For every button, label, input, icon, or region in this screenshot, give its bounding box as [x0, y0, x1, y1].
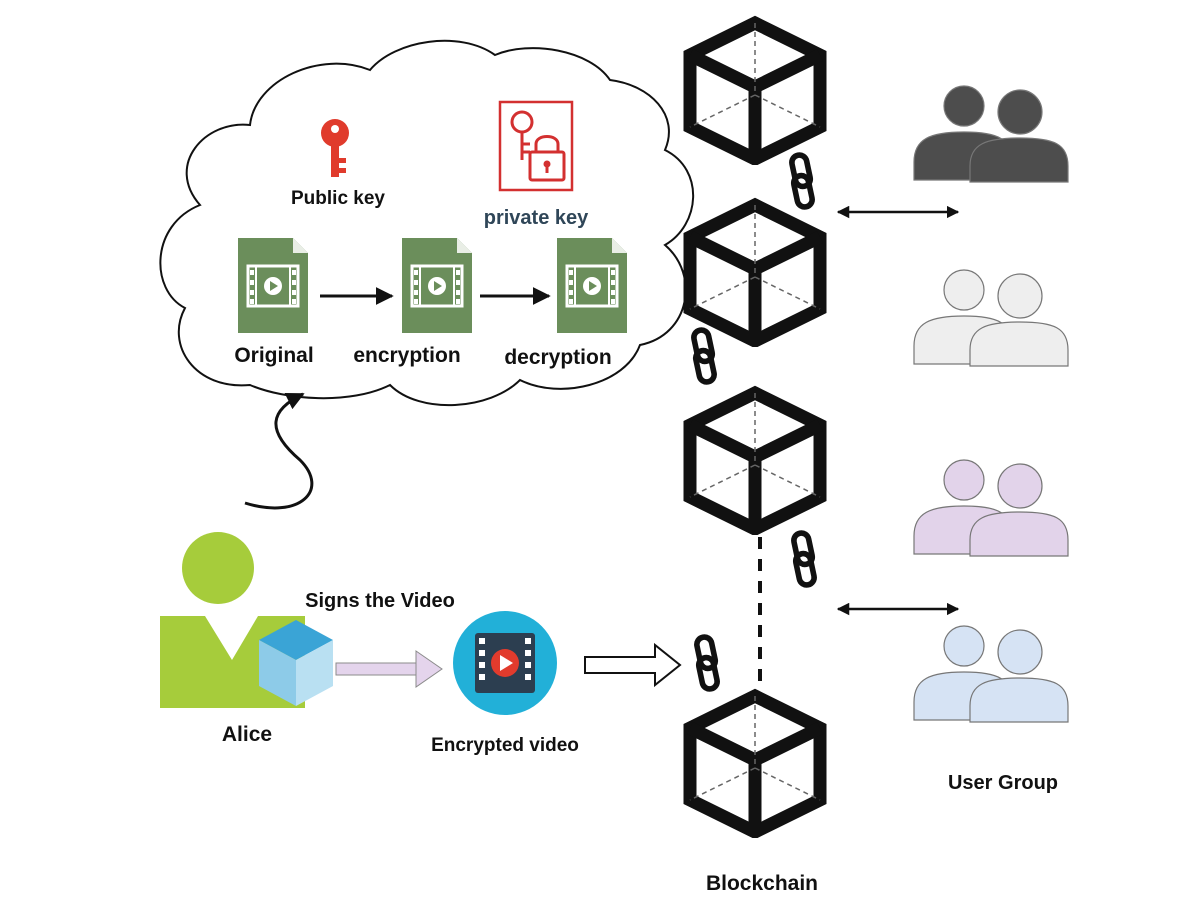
block-2-cube-icon — [690, 205, 820, 341]
encrypted-video-label: Encrypted video — [431, 735, 579, 756]
signature-cube-icon — [259, 620, 333, 706]
chain-link-4-icon — [695, 636, 718, 691]
original-label: Original — [234, 344, 313, 367]
original-video-file-icon — [238, 238, 308, 333]
user-group-4-icon — [913, 625, 1069, 723]
block-3-cube-icon — [690, 393, 820, 529]
decryption-label: decryption — [504, 346, 611, 369]
chain-link-1-icon — [790, 154, 813, 209]
sign-arrow — [335, 650, 443, 688]
user-group-2-icon — [913, 269, 1069, 367]
decrypted-video-file-icon — [557, 238, 627, 333]
submit-to-blockchain-arrow — [584, 642, 682, 688]
encryption-label: encryption — [353, 344, 460, 367]
encrypted-video-file-icon — [402, 238, 472, 333]
key-icon — [321, 119, 349, 177]
public-key-label: Public key — [291, 188, 385, 209]
upload-curved-arrow — [244, 392, 314, 510]
chain-link-3-icon — [792, 532, 815, 587]
block-1-cube-icon — [690, 23, 820, 159]
user-group-1-icon — [913, 85, 1069, 183]
signs-the-video-label: Signs the Video — [305, 590, 455, 612]
chain-link-2-icon — [692, 329, 715, 384]
alice-label: Alice — [222, 723, 272, 746]
private-key-label: private key — [484, 207, 589, 229]
block-4-cube-icon — [690, 696, 820, 832]
blockchain-label: Blockchain — [706, 872, 818, 895]
user-group-3-icon — [913, 459, 1069, 557]
private-key-lock-icon — [498, 100, 574, 192]
encrypted-video-icon — [453, 611, 557, 715]
user-group-label: User Group — [948, 772, 1058, 794]
